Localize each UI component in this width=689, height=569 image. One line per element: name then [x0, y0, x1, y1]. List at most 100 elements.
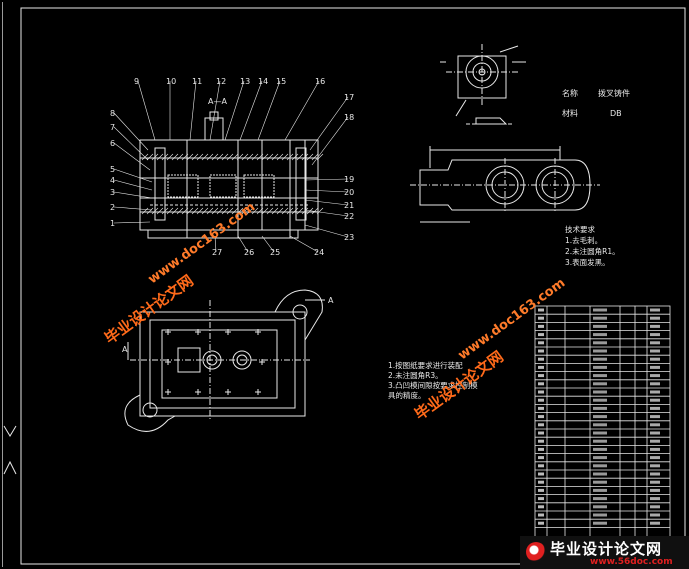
- hatch-line: [191, 207, 199, 215]
- hatch-line: [281, 153, 289, 161]
- tech-requirements-top: 技术要求 1.去毛刺。 2.未注圆角R1。 3.表面发黑。: [565, 224, 620, 267]
- bom-cell-mark: [593, 480, 607, 484]
- bom-cell-mark: [538, 521, 544, 525]
- hatch-line: [226, 153, 234, 161]
- watermark-logo-icon: [526, 542, 546, 562]
- balloon-leader: [261, 235, 275, 253]
- bolt-mark: [255, 329, 261, 335]
- balloon-number: 25: [270, 248, 280, 257]
- balloon-leader: [304, 178, 349, 181]
- bom-cell-mark: [593, 308, 607, 312]
- watermark-left-url: www.doc163.com: [146, 200, 259, 288]
- hatch-line: [291, 153, 299, 161]
- balloon-number: 14: [258, 77, 268, 86]
- hatch-line: [206, 153, 214, 161]
- bom-cell-mark: [593, 447, 607, 451]
- balloon-number: 4: [110, 176, 115, 185]
- bom-cell-mark: [650, 439, 660, 443]
- bom-cell-mark: [650, 521, 660, 525]
- balloon-number: 3: [110, 188, 115, 197]
- hatch-line: [216, 207, 224, 215]
- watermark-right: www.doc163.com 毕业设计论文网: [411, 276, 568, 424]
- hatch-line: [301, 207, 309, 215]
- tech-req-bottom-line: 2.未注圆角R3。: [388, 370, 443, 380]
- bom-cell-mark: [650, 357, 660, 361]
- bom-cell-mark: [650, 505, 660, 509]
- part-name-label: 名称: [562, 88, 578, 98]
- hatch-line: [311, 207, 319, 215]
- bolt-mark: [225, 389, 231, 395]
- hatch-line: [261, 153, 269, 161]
- bom-cell-mark: [593, 365, 607, 369]
- hatch-line: [181, 207, 189, 215]
- view-arrow-label-right: A: [328, 296, 334, 305]
- hatch-line: [246, 153, 254, 161]
- bom-cell-mark: [538, 382, 544, 386]
- bom-cell-mark: [650, 480, 660, 484]
- balloon-number: 15: [276, 77, 286, 86]
- balloon-number: 9: [134, 77, 139, 86]
- hatch-line: [191, 153, 199, 161]
- hatch-line: [236, 153, 244, 161]
- balloon-leader: [113, 206, 153, 211]
- part-detail-top: [440, 44, 526, 125]
- balloon-leader: [311, 116, 349, 166]
- hatch-line: [141, 207, 149, 215]
- part-material-label: 材料: [562, 108, 578, 118]
- hatch-line: [176, 153, 184, 161]
- footer-watermark: 毕业设计论文网 www.56doc.com: [520, 536, 689, 569]
- bolt-mark: [195, 329, 201, 335]
- bom-cell-mark: [593, 398, 607, 402]
- drawing-left-edge: [2, 2, 3, 567]
- hatch-line: [261, 207, 269, 215]
- bom-cell-mark: [538, 505, 544, 509]
- bom-cell-mark: [650, 488, 660, 492]
- hatch-line: [231, 153, 239, 161]
- balloon-number: 19: [344, 175, 354, 184]
- balloon-leader: [209, 80, 221, 141]
- bom-cell-mark: [538, 472, 544, 476]
- balloon-number: 27: [212, 248, 222, 257]
- tech-requirements-bottom: 1.按图纸要求进行装配 2.未注圆角R3。 3.凸凹模间隙按要求控制模 具的精度…: [388, 360, 478, 400]
- balloon-leader: [113, 221, 151, 224]
- hatch-line: [216, 153, 224, 161]
- hatch-line: [186, 153, 194, 161]
- balloon-leader: [304, 209, 349, 217]
- bom-cell-mark: [538, 341, 544, 345]
- balloon-number: 26: [244, 248, 254, 257]
- bom-cell-mark: [593, 431, 607, 435]
- bom-cell-mark: [650, 513, 660, 517]
- hatch-line: [266, 207, 274, 215]
- hatch-line: [201, 153, 209, 161]
- balloon-leader: [224, 80, 245, 141]
- hatch-line: [196, 153, 204, 161]
- balloon-leader: [137, 80, 156, 141]
- balloon-number: 6: [110, 139, 115, 148]
- hatch-line: [241, 153, 249, 161]
- bom-cell-mark: [593, 357, 607, 361]
- bom-cell-mark: [593, 390, 607, 394]
- bom-cell-mark: [650, 382, 660, 386]
- bom-cell-mark: [538, 464, 544, 468]
- part-name-value: 拨叉铸件: [598, 88, 630, 98]
- part-info-block: 名称 拨叉铸件 材料 DB: [562, 88, 630, 118]
- bom-cell-mark: [650, 415, 660, 419]
- bom-cell-mark: [650, 472, 660, 476]
- footer-brand-text: 毕业设计论文网: [550, 540, 663, 558]
- bolt-mark: [165, 359, 171, 365]
- footer-url-text: www.56doc.com: [590, 557, 673, 567]
- bom-cell-mark: [650, 456, 660, 460]
- tech-req-bottom-line: 1.按图纸要求进行装配: [388, 360, 463, 370]
- hatch-line: [146, 153, 154, 161]
- hatch-line: [241, 207, 249, 215]
- hatch-line: [221, 153, 229, 161]
- balloon-number: 10: [166, 77, 176, 86]
- hatch-line: [306, 153, 314, 161]
- bom-cell-mark: [593, 497, 607, 501]
- hatch-line: [276, 207, 284, 215]
- bom-cell-mark: [650, 406, 660, 410]
- bom-cell-mark: [538, 390, 544, 394]
- watermark-left: www.doc163.com 毕业设计论文网: [101, 200, 259, 348]
